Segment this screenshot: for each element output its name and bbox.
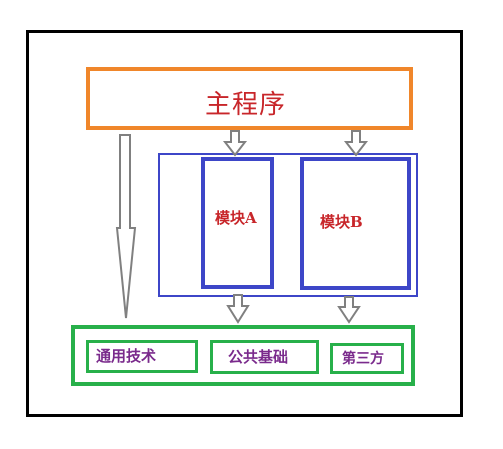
module-a-box <box>201 157 274 289</box>
outer-frame <box>26 30 463 417</box>
module-container <box>158 153 418 297</box>
module-b-box <box>300 157 411 290</box>
third-party-label: 第三方 <box>342 351 384 367</box>
public-base-label: 公共基础 <box>228 348 289 366</box>
main-program-box <box>86 67 413 130</box>
third-party-box <box>330 343 404 374</box>
main-program-label: 主程序 <box>205 90 287 120</box>
common-tech-label: 通用技术 <box>96 347 157 365</box>
module-a-label: 模块A <box>215 209 257 227</box>
module-b-label: 模块B <box>320 213 363 231</box>
public-base-box <box>210 340 319 374</box>
shared-layer-box <box>71 325 415 386</box>
common-tech-box <box>86 340 198 373</box>
